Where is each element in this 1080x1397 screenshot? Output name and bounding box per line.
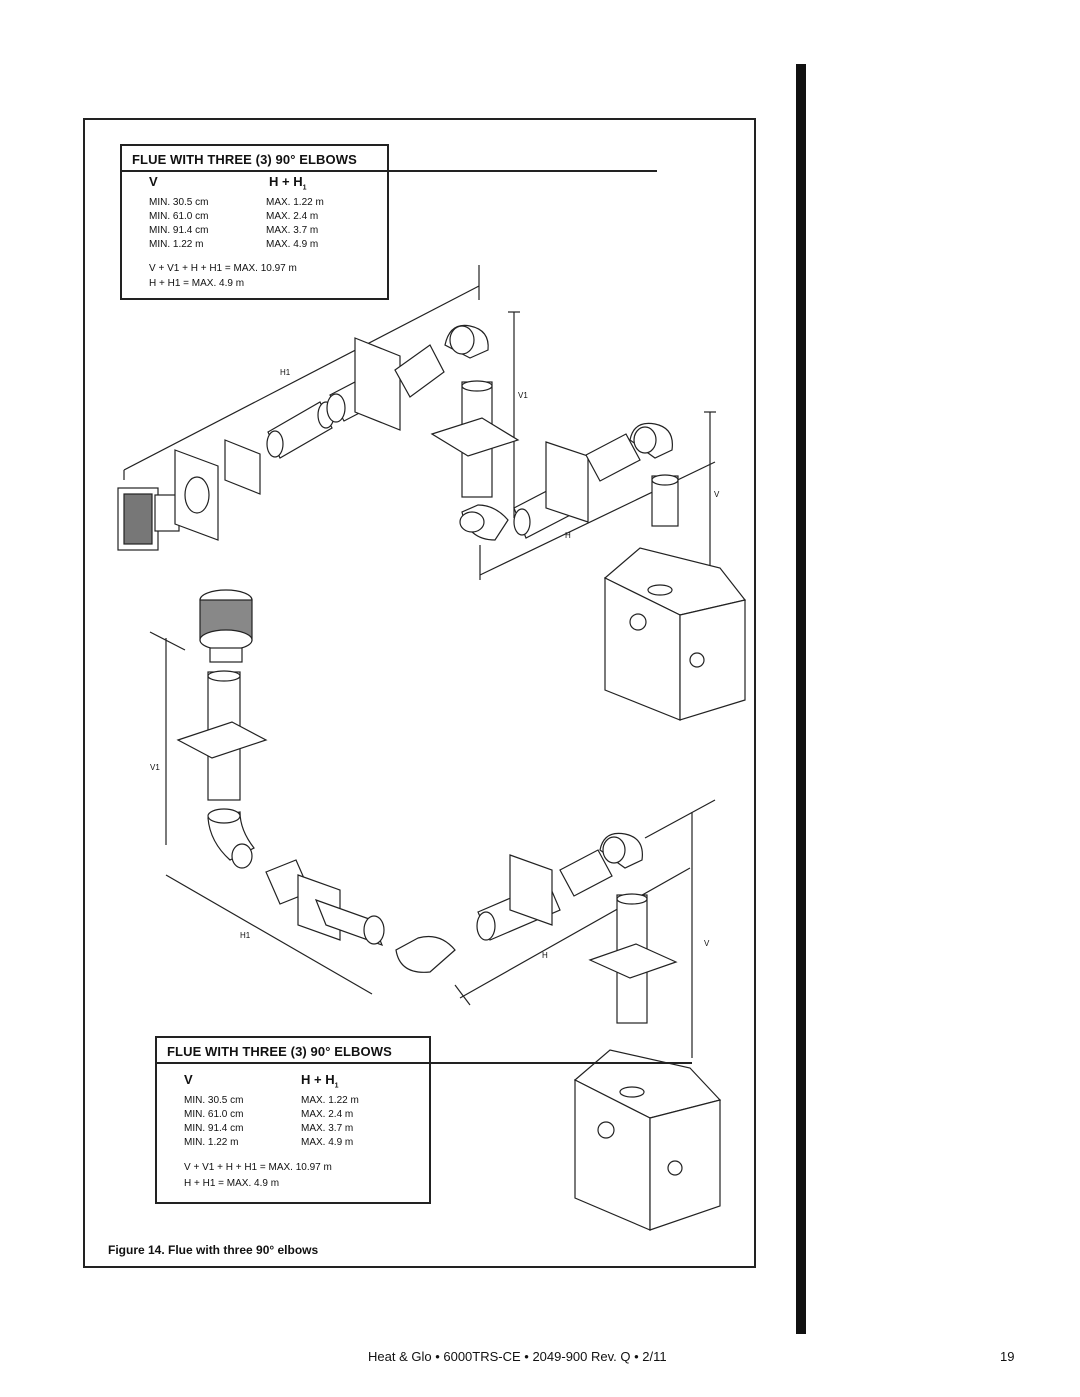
elbow-bottom-mid xyxy=(395,935,456,973)
row-h: MAX. 3.7 m xyxy=(301,1123,354,1134)
wall-plate xyxy=(588,943,678,979)
col-header-h: H + H1 xyxy=(269,174,307,192)
dim-line-h1-top xyxy=(123,285,480,471)
page-edge-bar xyxy=(796,64,806,1334)
dim-label-v1-bottom: V1 xyxy=(150,763,160,772)
row-v: MIN. 1.22 m xyxy=(149,239,204,250)
dim-line-h-bottom xyxy=(459,867,691,999)
elbow-lower xyxy=(459,504,509,541)
dim-label-v1-top: V1 xyxy=(518,391,528,400)
dim-label-v-top: V xyxy=(714,490,720,499)
row-v: MIN. 91.4 cm xyxy=(149,225,209,236)
footer-doc-ref: Heat & Glo • 6000TRS-CE • 2049-900 Rev. … xyxy=(368,1349,667,1364)
row-h: MAX. 2.4 m xyxy=(266,211,319,222)
vertical-cap xyxy=(199,589,253,663)
col-header-v: V xyxy=(184,1072,193,1087)
formula-horizontal: H + H1 = MAX. 4.9 m xyxy=(149,278,245,289)
row-h: MAX. 4.9 m xyxy=(301,1137,354,1148)
formula-total: V + V1 + H + H1 = MAX. 10.97 m xyxy=(149,263,297,274)
wall-plate xyxy=(509,854,553,926)
wall-plate xyxy=(545,441,589,523)
wall-plate xyxy=(354,337,401,431)
elbow-right-top xyxy=(629,422,673,459)
elbow-bottom-right xyxy=(599,832,643,869)
row-h: MAX. 3.7 m xyxy=(266,225,319,236)
table-title: FLUE WITH THREE (3) 90° ELBOWS xyxy=(157,1044,692,1064)
row-h: MAX. 2.4 m xyxy=(301,1109,354,1120)
wall-plate xyxy=(430,417,520,457)
formula-total: V + V1 + H + H1 = MAX. 10.97 m xyxy=(184,1162,332,1173)
row-v: MIN. 91.4 cm xyxy=(184,1123,244,1134)
page-number: 19 xyxy=(1000,1349,1015,1364)
dim-label-h1-top: H1 xyxy=(280,368,291,377)
elbow-table-top: FLUE WITH THREE (3) 90° ELBOWS V H + H1 … xyxy=(120,144,657,300)
row-h: MAX. 4.9 m xyxy=(266,239,319,250)
figure-frame xyxy=(83,118,756,1268)
row-v: MIN. 30.5 cm xyxy=(149,197,209,208)
row-v: MIN. 61.0 cm xyxy=(184,1109,244,1120)
row-v: MIN. 1.22 m xyxy=(184,1137,239,1148)
elbow-top xyxy=(444,324,489,359)
row-h: MAX. 1.22 m xyxy=(266,197,324,208)
col-header-h: H + H1 xyxy=(301,1072,339,1090)
row-h: MAX. 1.22 m xyxy=(301,1095,359,1106)
fireplace-unit-top xyxy=(603,547,747,721)
figure-caption: Figure 14. Flue with three 90° elbows xyxy=(108,1243,319,1257)
table-title: FLUE WITH THREE (3) 90° ELBOWS xyxy=(122,152,657,172)
col-header-v: V xyxy=(149,174,158,189)
wall-plate xyxy=(224,439,261,495)
elbow-bottom-left xyxy=(207,808,255,869)
dim-label-h1-bottom: H1 xyxy=(240,931,251,940)
dim-line-h1-bottom xyxy=(165,874,373,995)
fireplace-unit-bottom xyxy=(573,1049,722,1231)
wall-plate xyxy=(176,721,268,759)
formula-horizontal: H + H1 = MAX. 4.9 m xyxy=(184,1178,280,1189)
termination-cap xyxy=(117,487,180,551)
dim-label-h-bottom: H xyxy=(542,951,548,960)
row-v: MIN. 61.0 cm xyxy=(149,211,209,222)
dim-label-h-top: H xyxy=(565,531,571,540)
dim-label-v-bottom: V xyxy=(704,939,710,948)
row-v: MIN. 30.5 cm xyxy=(184,1095,244,1106)
elbow-table-bottom: FLUE WITH THREE (3) 90° ELBOWS V H + H1 … xyxy=(155,1036,692,1204)
